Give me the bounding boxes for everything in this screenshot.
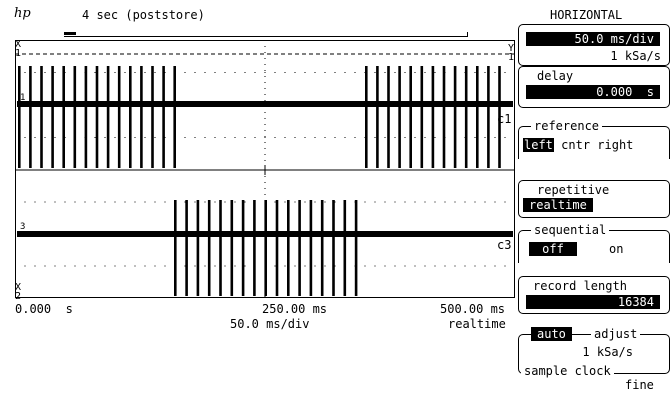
- sequential-label: sequential: [531, 223, 610, 237]
- repetitive-label: repetitive: [537, 183, 610, 197]
- reference-label: reference: [531, 119, 603, 133]
- time-right-label: 500.00 ms: [440, 302, 506, 316]
- channel-3-trace: [17, 200, 513, 296]
- acquisition-mode-label: realtime: [448, 317, 506, 331]
- delay-value-text: 0.000 s: [596, 85, 654, 99]
- marker-y: Y 1: [508, 43, 515, 63]
- time-left-label: 0.000 s: [15, 302, 73, 316]
- sample-clock-auto[interactable]: auto: [531, 327, 572, 341]
- sequential-option-off[interactable]: off: [529, 242, 577, 256]
- horizontal-menu-title: HORIZONTAL: [550, 8, 623, 22]
- marker-x1: X 1: [15, 39, 22, 59]
- repetitive-softkey[interactable]: repetitive realtime: [518, 180, 670, 218]
- channel-1-label: c1: [497, 112, 512, 126]
- channel-1-trace: [17, 66, 513, 168]
- display-frame: [15, 40, 515, 298]
- reference-options: left cntr right: [523, 138, 633, 152]
- timebase-label: 50.0 ms/div: [230, 317, 310, 331]
- record-length-value-text: 16384: [617, 295, 654, 309]
- time-center-label: 250.00 ms: [262, 302, 328, 316]
- channel-3-label: c3: [497, 238, 512, 252]
- hp-logo: hp: [14, 6, 31, 21]
- sample-clock-label: sample clock: [521, 364, 614, 378]
- fine-label: fine: [625, 378, 654, 392]
- sequential-softkey[interactable]: sequential off on: [518, 223, 670, 263]
- timebase-value-text: 50.0 ms/div: [574, 32, 654, 46]
- marker-ch3: 3: [20, 222, 26, 232]
- delay-value: 0.000 s: [526, 85, 660, 99]
- sample-clock-value: 1 kSa/s: [582, 345, 633, 359]
- record-length-softkey[interactable]: record length 16384: [518, 276, 670, 314]
- sample-clock-adjust-label: adjust: [591, 327, 641, 341]
- marker-ch1: 1: [20, 93, 26, 103]
- waveform-display[interactable]: [15, 40, 515, 298]
- sequential-off-text: off: [542, 242, 564, 256]
- marker-x2: X 2: [15, 282, 22, 302]
- reference-softkey[interactable]: reference left cntr right: [518, 119, 670, 159]
- timebase-value: 50.0 ms/div: [526, 32, 660, 46]
- record-length-value: 16384: [526, 295, 660, 309]
- reference-option-right[interactable]: right: [597, 138, 634, 152]
- delay-softkey[interactable]: delay 0.000 s: [518, 66, 670, 108]
- repetitive-value-text: realtime: [529, 198, 587, 212]
- acquisition-title: 4 sec (poststore): [82, 8, 205, 22]
- delay-label: delay: [537, 69, 574, 83]
- reference-option-left[interactable]: left: [523, 138, 554, 152]
- record-position-bar: [64, 36, 468, 37]
- repetitive-value: realtime: [523, 198, 593, 212]
- record-end-tick: [467, 32, 468, 37]
- sample-rate-readout: 1 kSa/s: [610, 49, 661, 63]
- reference-option-cntr[interactable]: cntr: [561, 138, 591, 152]
- record-length-label: record length: [533, 279, 627, 293]
- timebase-softkey[interactable]: 50.0 ms/div 1 kSa/s: [518, 24, 670, 66]
- record-view-marker: [64, 32, 76, 35]
- sample-clock-softkey[interactable]: auto adjust 1 kSa/s sample clock: [518, 327, 670, 378]
- sequential-option-on[interactable]: on: [609, 242, 624, 256]
